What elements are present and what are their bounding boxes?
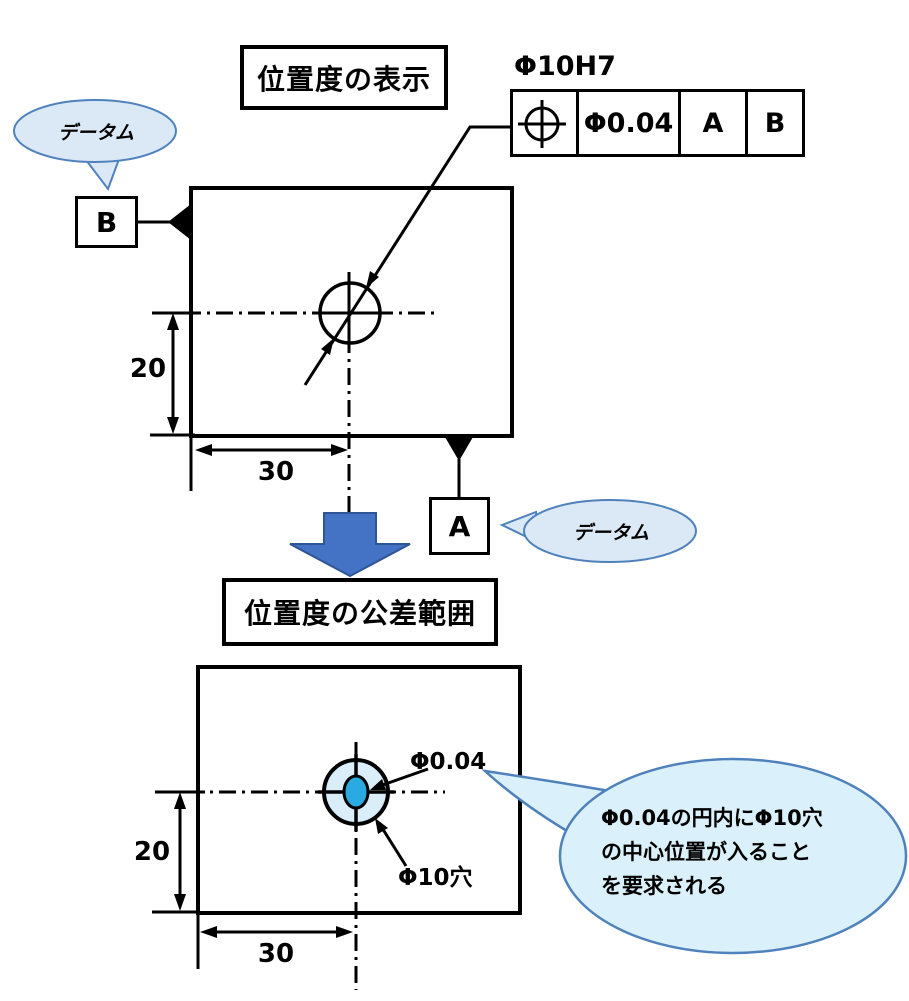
hole-callout-label: Φ10H7: [514, 50, 616, 82]
hole-size-label: Φ10穴: [398, 865, 473, 891]
fcf-tolerance-cell: Φ0.04: [576, 92, 678, 154]
hole-circle-top: [318, 281, 382, 345]
dim-arrow: [174, 894, 186, 911]
leader-arrowhead-upper: [366, 271, 379, 288]
title-top: 位置度の表示: [240, 45, 448, 110]
dim-20-label-bottom: 20: [133, 837, 171, 867]
leader-arrowhead-lower: [321, 338, 334, 355]
callout-bubble-right: [523, 499, 697, 563]
dim-arrow: [331, 444, 348, 456]
note-line-3: を要求される: [601, 874, 727, 898]
note-line-1: Φ0.04の円内にΦ10穴: [601, 806, 823, 830]
dim-30-label-bottom: 30: [257, 939, 295, 969]
datum-callout-right-label: データム: [572, 521, 649, 544]
tolerance-zone-ellipse: [342, 774, 370, 810]
dim-arrow: [200, 926, 217, 938]
tolerance-zone-label: Φ0.04: [410, 749, 487, 775]
title-bottom: 位置度の公差範囲: [222, 578, 498, 646]
datum-a-triangle-icon: [445, 437, 473, 461]
dim-20-label-top: 20: [129, 354, 167, 384]
note-bubble-text: Φ0.04の円内にΦ10穴 の中心位置が入ること を要求される: [601, 801, 831, 905]
dim-arrow: [167, 313, 179, 330]
feature-control-frame: Φ0.04 A B: [510, 89, 805, 157]
phi10-arrowhead: [375, 818, 388, 834]
down-arrow-icon: [289, 512, 411, 578]
datum-callout-left-label: データム: [57, 121, 134, 144]
datum-b-triangle-icon: [168, 204, 191, 240]
dim-arrow: [195, 444, 212, 456]
datum-b-box: B: [75, 196, 138, 248]
callout-bubble-left: [13, 99, 177, 163]
note-line-2: の中心位置が入ること: [601, 840, 811, 864]
dim-arrow: [336, 926, 353, 938]
dim-arrow: [174, 792, 186, 809]
fcf-datum-a-cell: A: [678, 92, 745, 154]
note-bubble: [558, 757, 908, 955]
fcf-symbol-cell: [513, 92, 576, 154]
dim-arrow: [167, 417, 179, 434]
phi004-arrowhead: [370, 779, 386, 790]
dim-30-label-top: 30: [257, 457, 295, 487]
fcf-leader-line: [303, 125, 510, 386]
datum-a-box: A: [429, 497, 490, 555]
fcf-datum-b-cell: B: [745, 92, 802, 154]
